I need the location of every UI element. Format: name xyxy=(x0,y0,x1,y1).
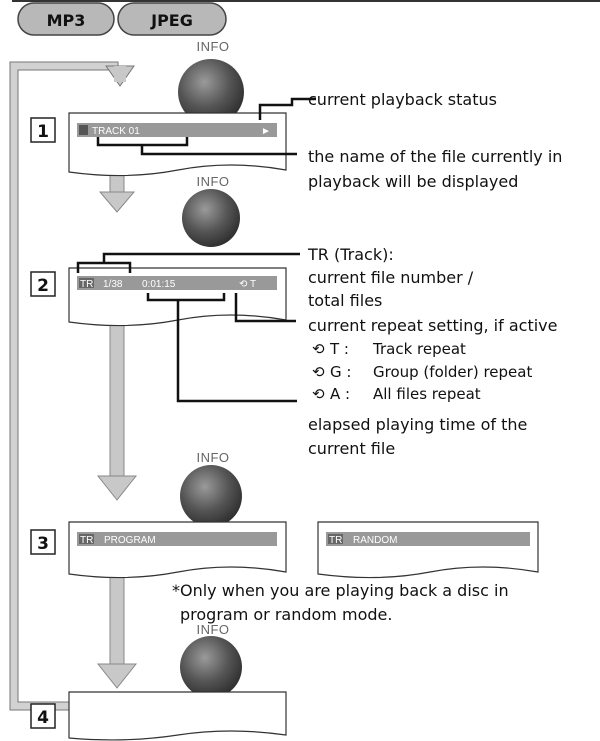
svg-text:1: 1 xyxy=(37,122,49,142)
down-arrow-2 xyxy=(96,319,138,501)
info-button-3[interactable]: INFO xyxy=(180,450,242,527)
repeat-icon: ⟲ xyxy=(312,363,325,381)
mode-note-line1: *Only when you are playing back a disc i… xyxy=(172,581,509,600)
info-button-4[interactable]: INFO xyxy=(180,622,242,698)
info-button-2-icon[interactable] xyxy=(182,189,240,247)
callout-repeat-setting: current repeat setting, if active xyxy=(308,316,557,335)
mode-note-line2: program or random mode. xyxy=(180,605,392,624)
step-2-osd-count: 1/38 xyxy=(103,279,123,290)
callout-playback-status: current playback status xyxy=(308,90,497,109)
info-button-2-label: INFO xyxy=(196,174,229,189)
step-3-osd-tr-random: TR xyxy=(329,535,342,546)
step-3-screen-random: TR RANDOM xyxy=(317,521,539,579)
step-2-osd-tr: TR xyxy=(80,279,93,290)
svg-text:A :: A : xyxy=(330,385,350,403)
loop-back-arrow xyxy=(9,61,119,711)
svg-text:All files repeat: All files repeat xyxy=(373,385,481,403)
info-button-3-icon[interactable] xyxy=(180,465,242,527)
repeat-mode-track: ⟲ T : Track repeat xyxy=(312,340,466,358)
repeat-icon: ⟲ xyxy=(312,385,325,403)
callout-file-name-line1: the name of the file currently in xyxy=(308,147,562,166)
step-3-screen-program: TR PROGRAM xyxy=(68,521,287,579)
format-tag-jpeg: JPEG xyxy=(117,2,227,36)
callout-track-line1: TR (Track): xyxy=(307,245,394,264)
format-tag-jpeg-label: JPEG xyxy=(150,11,193,30)
info-button-1-icon[interactable] xyxy=(178,59,244,125)
info-button-2[interactable]: INFO xyxy=(182,174,240,247)
svg-text:Track repeat: Track repeat xyxy=(372,340,466,358)
callout-elapsed-time-line1: elapsed playing time of the xyxy=(308,415,527,434)
svg-text:4: 4 xyxy=(37,708,49,728)
step-3-osd-tr: TR xyxy=(80,535,93,546)
svg-text:G :: G : xyxy=(330,363,351,381)
step-1-callout-lines xyxy=(96,97,316,156)
callout-track-line2: current file number / xyxy=(308,268,474,287)
format-tag-mp3: MP3 xyxy=(17,2,115,36)
step-2-number: 2 xyxy=(30,271,56,297)
repeat-icon: ⟲ xyxy=(312,340,325,358)
step-1-osd-status: ► xyxy=(261,126,271,137)
callout-file-name-line2: playback will be displayed xyxy=(308,172,518,191)
info-button-4-label: INFO xyxy=(196,622,229,637)
step-2-callout-lines xyxy=(76,252,300,403)
info-button-1-label: INFO xyxy=(196,39,229,54)
step-2-osd-time: 0:01:15 xyxy=(142,279,176,290)
svg-text:T :: T : xyxy=(329,340,349,358)
step-2-osd-repeat: ⟲ T xyxy=(239,279,256,290)
svg-text:2: 2 xyxy=(37,276,49,296)
repeat-mode-all: ⟲ A : All files repeat xyxy=(312,385,481,403)
step-4-screen xyxy=(68,691,287,741)
info-button-3-label: INFO xyxy=(196,450,229,465)
repeat-mode-group: ⟲ G : Group (folder) repeat xyxy=(312,363,532,381)
step-3-osd-random: RANDOM xyxy=(353,535,397,546)
format-tag-mp3-label: MP3 xyxy=(47,11,86,30)
step-1-osd-text: TRACK 01 xyxy=(92,126,140,137)
step-3-osd-program: PROGRAM xyxy=(104,535,156,546)
step-1-number: 1 xyxy=(30,117,56,143)
info-button-1[interactable]: INFO xyxy=(178,39,244,125)
step-4-number: 4 xyxy=(30,703,56,729)
svg-text:Group (folder) repeat: Group (folder) repeat xyxy=(373,363,532,381)
info-button-4-icon[interactable] xyxy=(180,636,242,698)
step-3-number: 3 xyxy=(30,529,56,555)
callout-elapsed-time-line2: current file xyxy=(308,439,395,458)
svg-text:3: 3 xyxy=(37,534,49,554)
callout-track-line3: total files xyxy=(308,291,382,310)
loop-back-arrowhead xyxy=(105,65,135,87)
